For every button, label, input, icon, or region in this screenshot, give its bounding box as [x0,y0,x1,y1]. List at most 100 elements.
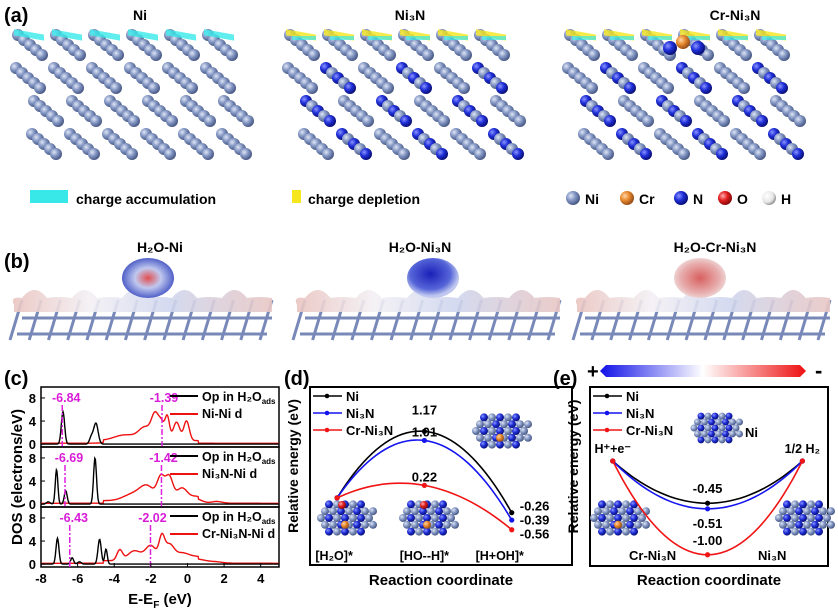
slab-ni3n [282,29,526,160]
charge-density-isosurface [128,29,158,41]
atom [512,427,520,435]
atom [435,507,443,516]
legend-label-d: Cr-Ni₃N-Ni d [202,527,275,541]
atom [516,420,524,429]
atom [451,507,459,516]
atom [349,527,357,536]
x-category-label: [H₂O]* [315,549,353,563]
atom [443,520,451,529]
band-center-label: -1.39 [150,391,179,405]
atom [716,148,728,160]
data-label: -0.26 [520,499,550,514]
atom [346,49,358,61]
atom [704,436,712,444]
atom [480,427,488,435]
band-center-label: -6.69 [55,451,84,465]
data-label: -0.51 [693,516,723,531]
atom [704,412,712,420]
colorbar-plus-label: + [587,361,599,383]
x-tick-label: 2 [220,571,227,586]
atom [694,418,701,426]
y-tick-label: 8 [29,391,36,406]
data-point [421,482,428,488]
surface-model [291,258,562,341]
structure-label-ni3n: Ni₃N [758,548,786,563]
atom [496,82,508,94]
atom [778,49,790,61]
panel-label-b: (b) [4,251,30,273]
atom [799,527,807,536]
atom [472,427,480,435]
atom [711,424,719,432]
atom [415,527,423,536]
atom [369,507,377,516]
electrostatic-potential-surfaces [8,258,832,341]
atom [361,520,369,529]
atom [150,49,162,61]
charge-density-isosurface [204,29,234,41]
atom [783,527,791,536]
atom [795,507,803,516]
atom [384,49,396,61]
atom-legend-ni-icon [566,191,580,205]
atom [128,115,140,127]
atom [508,433,516,442]
atom [756,115,768,127]
structure-label-cr-ni3n: Cr-Ni₃N [629,548,676,563]
atom [324,115,336,127]
atom [476,433,484,442]
data-point [610,458,616,464]
atom [514,115,526,127]
atom [697,412,705,420]
atom [815,527,823,536]
atom [642,520,650,529]
atom [484,433,492,442]
surface-model [571,258,832,341]
electrostatic-surface [575,290,830,312]
atom [626,49,638,61]
atom [411,520,419,529]
plot-frame [589,386,829,567]
atom [524,433,532,442]
atom [779,520,787,529]
atom [349,514,357,522]
charge-density-isosurface [90,29,120,41]
atom [488,427,496,435]
atom [718,424,726,432]
atom [480,413,488,422]
y-tick-label: 8 [29,451,36,466]
atom [476,115,488,127]
x-axis-label: Reaction coordinate [637,572,781,589]
charge-density-isosurface [14,29,44,41]
atom [353,520,361,529]
atom-legend-n-icon [674,191,688,205]
black-dos-curve [41,535,279,565]
atom [458,82,470,94]
atom [783,500,791,509]
atom [398,148,410,160]
atom [72,82,84,94]
atom [626,520,634,529]
charge-density-isosurface [762,36,786,40]
legend-marker [324,393,330,399]
legend-text: Op in H₂O [202,390,262,404]
atom [420,82,432,94]
atom [794,115,806,127]
atom [807,500,815,509]
atom [718,115,730,127]
atom [362,115,374,127]
legend-label-op: Op in H₂Oads [202,510,276,526]
atom [662,82,674,94]
data-point [704,506,711,512]
atom [344,82,356,94]
atom [618,507,626,516]
cr-atom [341,520,349,529]
legend-marker [604,427,610,433]
atom [516,433,524,442]
atom [700,82,712,94]
atom [407,527,415,536]
data-point [704,552,711,558]
panel-label-a: (a) [4,5,28,27]
x-tick-label: -8 [35,571,47,586]
